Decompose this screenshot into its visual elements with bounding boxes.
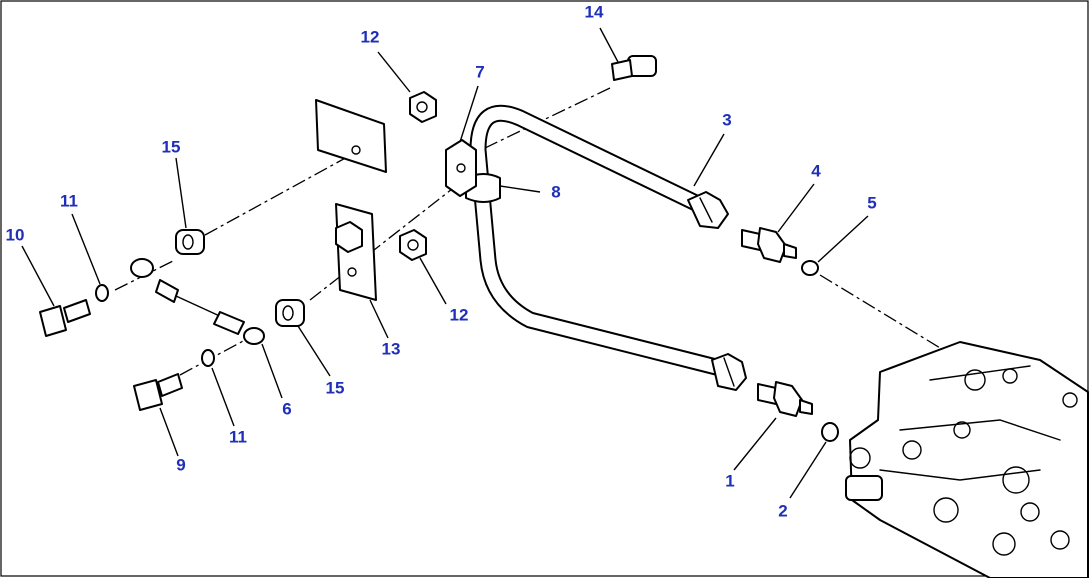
hose-assembly	[469, 104, 747, 391]
callout-8: 8	[551, 182, 560, 201]
o-ring-2	[821, 422, 839, 442]
spacer-15-lower	[275, 299, 305, 327]
hose-fitting-upper	[687, 191, 729, 229]
bracket-13	[335, 203, 377, 301]
nut-12-upper	[409, 91, 437, 123]
nut-12-lower	[399, 229, 427, 261]
spacer-15-upper	[175, 229, 205, 255]
wire-assembly	[130, 258, 265, 345]
fitting-4	[741, 227, 797, 263]
callout-5: 5	[867, 193, 876, 212]
fitting-1	[757, 381, 813, 417]
callout-7: 7	[475, 62, 484, 81]
callout-4: 4	[811, 161, 821, 180]
callout-2: 2	[778, 501, 787, 520]
callout-labels: 12 14 7 3 8 4 5 15 11 10 12 13 15 6 11 9…	[6, 2, 877, 520]
clamp-bracket	[445, 139, 477, 197]
hose-fitting-lower	[711, 353, 747, 391]
washer-11-upper	[95, 284, 109, 302]
callout-12-upper: 12	[361, 27, 380, 46]
callout-9: 9	[176, 455, 185, 474]
callout-1: 1	[725, 471, 734, 490]
bolt-9	[133, 373, 183, 411]
bolt-10	[39, 299, 91, 337]
leader-lines	[21, 27, 869, 499]
bolt-14	[611, 55, 657, 81]
callout-11-lower: 11	[229, 427, 247, 446]
callout-11-upper: 11	[60, 191, 78, 210]
callout-15-lower: 15	[326, 378, 345, 397]
upper-bracket-plate	[315, 99, 387, 173]
washer-11-lower	[201, 349, 215, 367]
callout-13: 13	[382, 339, 401, 358]
callout-15-upper: 15	[162, 137, 181, 156]
control-valve	[845, 341, 1089, 578]
o-ring-5	[801, 260, 819, 276]
callout-14: 14	[585, 2, 604, 21]
callout-3: 3	[722, 110, 731, 129]
callout-6: 6	[282, 399, 291, 418]
callout-10: 10	[6, 225, 25, 244]
callout-12-lower: 12	[450, 305, 469, 324]
